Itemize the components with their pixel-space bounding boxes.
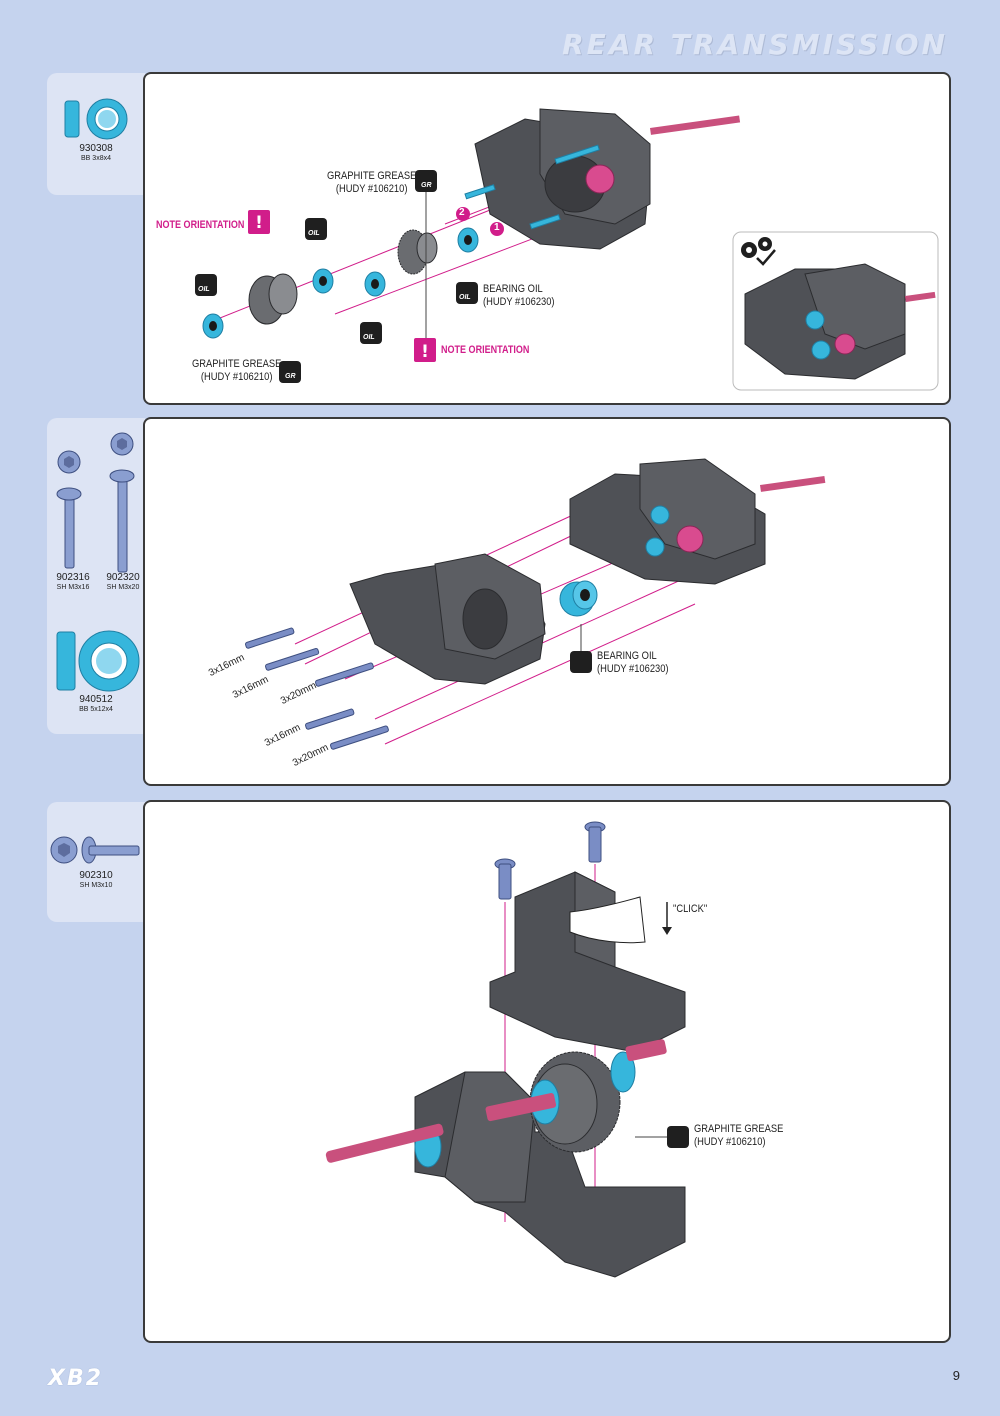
step-1-panel: ! ! GRAPHITE GREASE (HUDY #106210) NOTE … (143, 72, 951, 405)
xb2-logo: XB2 (48, 1366, 104, 1391)
part-desc: BB 5x12x4 (79, 705, 113, 713)
note-orientation-icon (414, 338, 436, 362)
part-desc: BB 3x8x4 (81, 154, 111, 162)
svg-text:!: ! (255, 213, 263, 233)
part-label-902320: 902320 SH M3x20 (99, 572, 147, 591)
pink-gear (676, 525, 704, 553)
output-shaft (325, 1123, 444, 1163)
part-desc: SH M3x20 (106, 583, 140, 591)
part-code: 930308 (79, 143, 113, 154)
grease-badge-icon (415, 170, 437, 192)
step-3-panel: "CLICK" GRAPHITE GREASE (HUDY #106210) (143, 800, 951, 1343)
finger-icon (569, 896, 646, 944)
bearing-940512-icon (56, 630, 140, 692)
gear-left (248, 273, 298, 325)
pin-icon (529, 214, 561, 230)
diff-outdrive (485, 1093, 557, 1122)
pink-gear (585, 164, 615, 194)
part-desc: SH M3x16 (56, 583, 90, 591)
pin-icon (554, 144, 600, 165)
page-title: REAR TRANSMISSION (562, 28, 948, 61)
oil-badge-icon (195, 218, 478, 344)
order-marker-icon (456, 207, 470, 221)
callout-graphite-grease: GRAPHITE GREASE (HUDY #106210) (694, 1123, 784, 1149)
upper-cover (489, 871, 686, 1053)
oil-badge-label: OIL (308, 230, 320, 237)
oil-badge-label: OIL (198, 286, 210, 293)
order-marker-2: 2 (459, 207, 465, 218)
note-orientation-bottom: NOTE ORIENTATION (441, 344, 530, 356)
parts-box-step3: 902310 SH M3x10 (47, 802, 145, 922)
rear-gearbox-housing (569, 458, 766, 585)
step-2-panel: BEARING OIL (HUDY #106230) 3x16mm 3x16mm… (143, 417, 951, 786)
part-code: 902316 (56, 572, 90, 583)
callout-graphite-grease-bottom: GRAPHITE GREASE (HUDY #106210) (192, 358, 282, 384)
gearbox-cover (349, 553, 546, 685)
screw-icon (315, 662, 374, 687)
diff-outdrive (625, 1039, 667, 1062)
part-label-902316: 902316 SH M3x16 (51, 572, 95, 591)
screw-902310-icon (50, 836, 140, 864)
gear-check-icon (741, 237, 772, 258)
part-code: 940512 (79, 694, 113, 705)
oil-badge-label: OIL (363, 334, 375, 341)
grease-badge-label: GR (285, 373, 296, 380)
part-desc: SH M3x10 (79, 881, 113, 889)
screw-icon (330, 725, 389, 750)
note-orientation-icon (248, 210, 270, 234)
part-label-930308: 930308 BB 3x8x4 (47, 143, 145, 162)
part-label-902310: 902310 SH M3x10 (47, 870, 145, 889)
screw-icon (305, 708, 355, 730)
svg-text:!: ! (421, 342, 429, 362)
part-label-940512: 940512 BB 5x12x4 (47, 694, 145, 713)
screws-icon (56, 432, 135, 573)
part-code: 902310 (79, 870, 113, 881)
bearing-930308-icon (64, 98, 128, 140)
callout-graphite-grease-top: GRAPHITE GREASE (HUDY #106210) (327, 170, 417, 196)
parts-box-step2: 902316 SH M3x16 902320 SH M3x20 940512 B… (47, 418, 145, 734)
output-shaft (760, 475, 826, 492)
parts-box-step1: 930308 BB 3x8x4 (47, 73, 145, 195)
grease-badge-label: GR (421, 182, 432, 189)
callout-click: "CLICK" (673, 903, 708, 915)
oil-badge-icon (570, 651, 592, 673)
callout-bearing-oil: BEARING OIL (HUDY #106230) (597, 650, 669, 676)
grease-badge-icon (667, 1126, 689, 1148)
grease-badge-icon (279, 361, 301, 383)
screw-icon (265, 648, 320, 671)
oil-badge-label: OIL (459, 294, 471, 301)
output-shaft (650, 115, 741, 135)
part-code: 902320 (106, 572, 140, 583)
gear-middle (397, 229, 438, 275)
page-number: 9 (952, 1368, 960, 1383)
step-2-illustration (245, 458, 826, 750)
assembly-guide-line (384, 603, 696, 745)
screw-icon (245, 627, 295, 649)
order-marker-icon (490, 222, 504, 236)
bearing-icon (559, 580, 598, 617)
order-marker-1: 1 (494, 222, 500, 233)
note-orientation-left: NOTE ORIENTATION (156, 219, 245, 231)
assembled-view-housing (744, 263, 906, 380)
step-1-illustration: ! ! (195, 108, 939, 391)
pin-icon (464, 184, 496, 200)
callout-bearing-oil: BEARING OIL (HUDY #106230) (483, 283, 555, 309)
step-3-illustration (325, 821, 689, 1278)
